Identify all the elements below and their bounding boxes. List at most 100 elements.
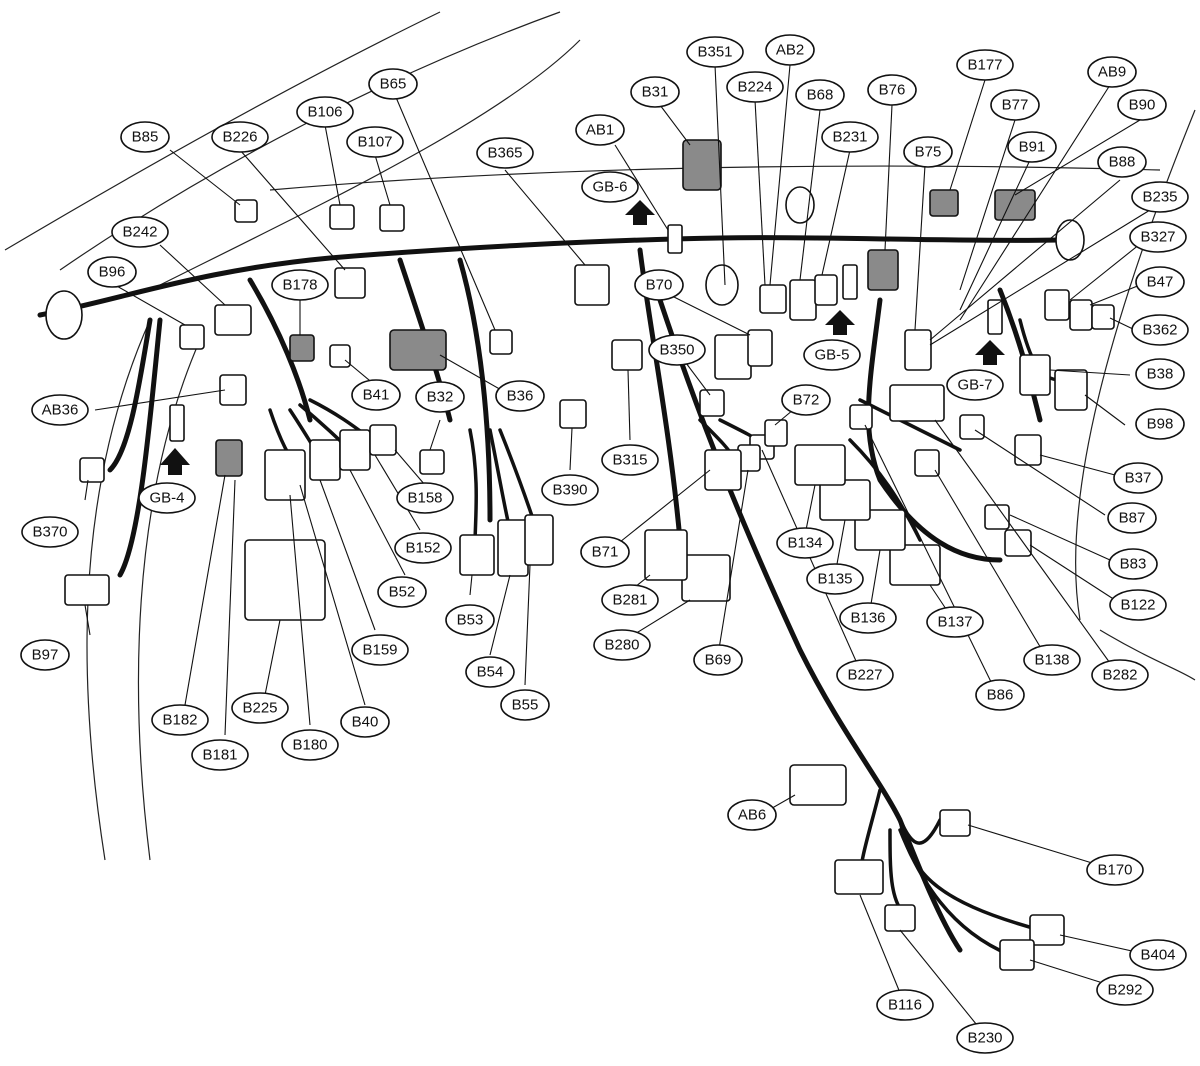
connector-b122 — [1004, 529, 1032, 557]
connector-b41 — [329, 344, 351, 368]
callout-label: B38 — [1147, 366, 1174, 383]
callout-label: B90 — [1129, 97, 1156, 114]
callout-bubble — [476, 137, 534, 169]
callout-b281: B281 — [601, 584, 659, 616]
ground-terminal-gb7 — [987, 299, 1003, 335]
connector-b282 — [889, 384, 945, 422]
callout-b137: B137 — [926, 606, 984, 638]
callout-bubble — [1097, 146, 1147, 178]
callout-b159: B159 — [351, 634, 409, 666]
callout-label: B230 — [967, 1030, 1002, 1047]
callout-label: B227 — [847, 667, 882, 684]
callout-bubble — [1129, 221, 1187, 253]
connector-b230 — [884, 904, 916, 932]
callout-bubble — [1109, 589, 1167, 621]
callout-label: B159 — [362, 642, 397, 659]
callout-bubble — [1087, 56, 1137, 88]
grommet-top — [785, 186, 815, 224]
callout-b280: B280 — [593, 629, 651, 661]
callout-bubble — [946, 369, 1004, 401]
connector-b404 — [1029, 914, 1065, 946]
callout-bubble — [1107, 502, 1157, 534]
callout-b230: B230 — [956, 1022, 1014, 1054]
callout-bubble — [956, 49, 1014, 81]
callout-b90: B90 — [1117, 89, 1167, 121]
connector-b98 — [1054, 369, 1088, 411]
callout-bubble — [31, 394, 89, 426]
callout-bubble — [956, 1022, 1014, 1054]
callout-bubble — [211, 121, 269, 153]
callout-label: B36 — [507, 388, 534, 405]
callout-label: B136 — [850, 610, 885, 627]
callout-bubble — [1096, 974, 1154, 1006]
callout-b178: B178 — [271, 269, 329, 301]
callout-label: B106 — [307, 104, 342, 121]
callout-b315: B315 — [601, 444, 659, 476]
callout-b70: B70 — [634, 269, 684, 301]
connector-b71 — [704, 449, 742, 491]
callout-bubble — [495, 380, 545, 412]
callout-label: B170 — [1097, 862, 1132, 879]
callout-b68: B68 — [795, 79, 845, 111]
callout-label: B53 — [457, 612, 484, 629]
callout-label: B70 — [646, 277, 673, 294]
callout-bubble — [351, 634, 409, 666]
callout-label: AB6 — [738, 807, 766, 824]
connector-b32 — [419, 449, 445, 475]
callout-label: B71 — [592, 544, 619, 561]
callout-b55: B55 — [500, 689, 550, 721]
callout-bubble — [781, 384, 831, 416]
callout-bubble — [296, 96, 354, 128]
callout-label: B404 — [1140, 947, 1175, 964]
callout-b158: B158 — [396, 482, 454, 514]
callout-label: B98 — [1147, 416, 1174, 433]
callout-label: B88 — [1109, 154, 1136, 171]
callout-bubble — [581, 171, 639, 203]
callout-bubble — [1131, 181, 1189, 213]
callout-bubble — [377, 576, 427, 608]
connector-b370 — [79, 457, 105, 483]
connector-b327 — [1069, 299, 1093, 331]
callout-b65: B65 — [368, 68, 418, 100]
connector-b365 — [574, 264, 610, 306]
callout-label: B281 — [612, 592, 647, 609]
connector-b137 — [889, 544, 941, 586]
connector-b106 — [329, 204, 355, 230]
callout-label: B77 — [1002, 97, 1029, 114]
callout-gb-6: GB-6 — [581, 171, 639, 203]
callout-b180: B180 — [281, 729, 339, 761]
callout-label: B55 — [512, 697, 539, 714]
callout-bubble — [151, 704, 209, 736]
callout-b122: B122 — [1109, 589, 1167, 621]
callout-b36: B36 — [495, 380, 545, 412]
callout-bubble — [648, 334, 706, 366]
connector-b70 — [747, 329, 773, 367]
callout-b52: B52 — [377, 576, 427, 608]
connector-b177 — [929, 189, 959, 217]
callout-label: B158 — [407, 490, 442, 507]
callout-b182: B182 — [151, 704, 209, 736]
callout-label: B235 — [1142, 189, 1177, 206]
connector-b36 — [389, 329, 447, 371]
callout-label: B76 — [879, 82, 906, 99]
callout-label: B52 — [389, 584, 416, 601]
callout-label: B178 — [282, 277, 317, 294]
callout-label: GB-5 — [814, 347, 849, 364]
connector-b242 — [214, 304, 252, 336]
callout-bubble — [803, 339, 861, 371]
callout-b40: B40 — [340, 706, 390, 738]
connector-b65 — [489, 329, 513, 355]
callout-bubble — [351, 379, 401, 411]
callout-label: B351 — [697, 44, 732, 61]
callout-bubble — [630, 76, 680, 108]
callout-gb-5: GB-5 — [803, 339, 861, 371]
connector-b178 — [289, 334, 315, 362]
callout-bubble — [541, 474, 599, 506]
callout-b177: B177 — [956, 49, 1014, 81]
callout-bubble — [1135, 266, 1185, 298]
callout-b107: B107 — [346, 126, 404, 158]
callout-label: GB-7 — [957, 377, 992, 394]
connector-b158 — [369, 424, 397, 456]
connector-b116 — [834, 859, 884, 895]
